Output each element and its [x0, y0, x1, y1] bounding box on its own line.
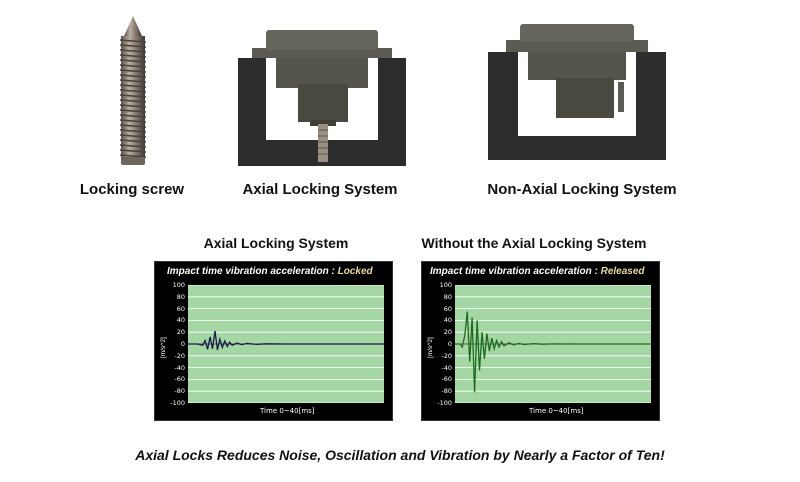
chart-status: Locked: [337, 266, 373, 277]
axial-locking-system-image: [238, 30, 406, 166]
locked-plot-area: [188, 285, 384, 403]
series-line: [188, 330, 384, 351]
footer-statement: Axial Locks Reduces Noise, Oscillation a…: [135, 447, 665, 463]
y-tick-label: -40: [174, 363, 185, 372]
y-tick-label: -60: [441, 375, 452, 384]
axial-locking-caption: Axial Locking System: [242, 181, 398, 198]
y-tick-label: 0: [447, 340, 452, 348]
y-tick-label: 20: [443, 328, 452, 337]
locking-screw-image: [119, 16, 147, 165]
y-tick-label: -20: [441, 351, 452, 360]
chart-status: Released: [600, 266, 645, 277]
y-tick-label: 20: [176, 328, 185, 337]
y-tick-label: 0: [180, 340, 185, 348]
y-tick-label: 100: [172, 281, 185, 289]
chart-title: Impact time vibration acceleration : Rel…: [430, 266, 645, 277]
non-axial-locking-caption: Non-Axial Locking System: [487, 181, 677, 198]
y-tick-label: -40: [441, 363, 452, 372]
y-tick-label: -80: [441, 387, 452, 396]
x-axis-label: Time 0~40[ms]: [529, 407, 584, 415]
non-axial-locking-system-image: [488, 24, 666, 160]
y-tick-label: 100: [439, 281, 452, 289]
y-tick-label: -100: [170, 399, 185, 407]
y-tick-label: -20: [174, 351, 185, 360]
locking-screw-caption: Locking screw: [79, 181, 185, 198]
y-axis-ticks: 100 80 60 40 20 0 -20 -40 -60 -80 -100: [163, 281, 185, 407]
y-axis-ticks: 100 80 60 40 20 0 -20 -40 -60 -80 -100: [430, 281, 452, 407]
y-tick-label: 60: [443, 304, 452, 313]
released-plot-area: [455, 285, 651, 403]
right-chart-heading: Without the Axial Locking System: [421, 235, 647, 251]
x-axis-label: Time 0~40[ms]: [260, 407, 315, 415]
released-vibration-chart: Impact time vibration acceleration : Rel…: [421, 261, 660, 421]
y-tick-label: 40: [176, 316, 185, 325]
y-tick-label: 80: [176, 292, 185, 301]
y-tick-label: 80: [443, 292, 452, 301]
locked-vibration-chart: Impact time vibration acceleration : Loc…: [154, 261, 393, 421]
y-tick-label: -60: [174, 375, 185, 384]
y-tick-label: 60: [176, 304, 185, 313]
left-chart-heading: Axial Locking System: [203, 235, 349, 251]
y-tick-label: -80: [174, 387, 185, 396]
chart-title: Impact time vibration acceleration : Loc…: [167, 266, 373, 277]
series-line: [455, 311, 651, 393]
y-tick-label: 40: [443, 316, 452, 325]
y-tick-label: -100: [437, 399, 452, 407]
